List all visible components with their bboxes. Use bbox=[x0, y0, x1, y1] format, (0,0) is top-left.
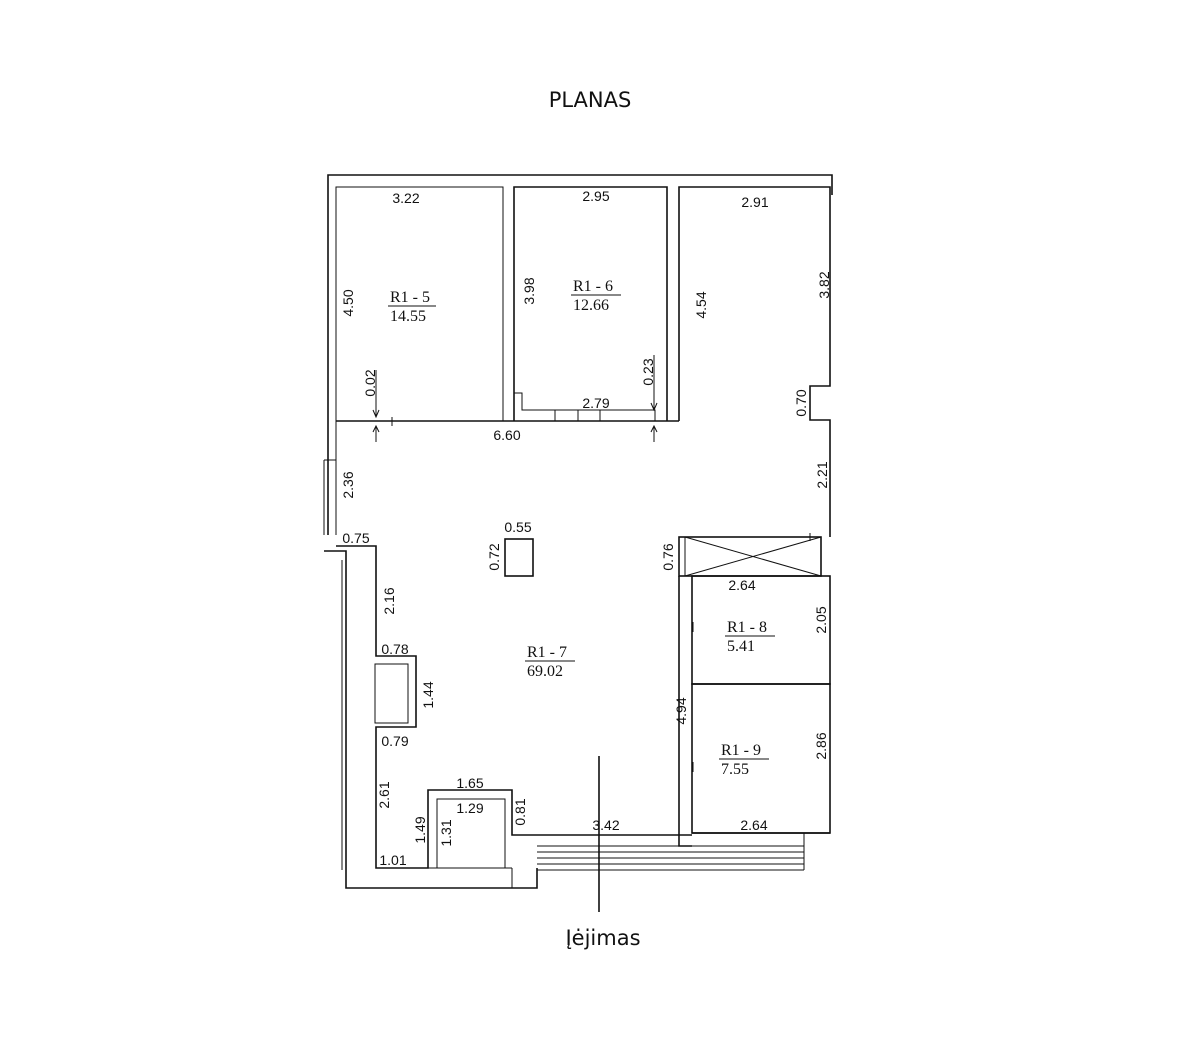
dim-label: 2.21 bbox=[814, 461, 830, 488]
dim-label: 2.64 bbox=[728, 577, 755, 593]
dim-label: 2.95 bbox=[582, 188, 609, 204]
dim-label: 0.70 bbox=[793, 389, 809, 416]
dim-label: 1.01 bbox=[379, 852, 406, 868]
dim-label: 0.75 bbox=[342, 530, 369, 546]
room-area: 7.55 bbox=[721, 761, 749, 778]
dim-label: 4.94 bbox=[673, 697, 689, 724]
dim-label: 2.79 bbox=[582, 395, 609, 411]
dim-label: 0.23 bbox=[640, 358, 656, 385]
dim-label: 3.42 bbox=[592, 817, 619, 833]
dim-label: 0.02 bbox=[362, 369, 378, 396]
dim-label: 0.81 bbox=[512, 798, 528, 825]
room-label-r1-7: R1 - 7 69.02 bbox=[525, 644, 575, 680]
room-area: 5.41 bbox=[727, 638, 755, 655]
room-id: R1 - 6 bbox=[573, 278, 613, 295]
dim-label: 0.76 bbox=[660, 543, 676, 570]
dim-label: 1.65 bbox=[456, 775, 483, 791]
dim-label: 2.61 bbox=[376, 781, 392, 808]
dim-label: 3.82 bbox=[816, 271, 832, 298]
room-label-r1-8: R1 - 8 5.41 bbox=[725, 619, 775, 655]
dim-label: 2.86 bbox=[813, 732, 829, 759]
dim-label: 4.54 bbox=[693, 291, 709, 318]
dim-label: 1.31 bbox=[438, 819, 454, 846]
dim-label: 1.44 bbox=[420, 681, 436, 708]
room-label-r1-5: R1 - 5 14.55 bbox=[388, 289, 436, 325]
dim-label: 2.16 bbox=[381, 587, 397, 614]
dim-label: 1.29 bbox=[456, 800, 483, 816]
dim-label: 1.49 bbox=[412, 816, 428, 843]
entrance-label: Įėjimas bbox=[565, 926, 640, 950]
room-id: R1 - 5 bbox=[390, 289, 430, 306]
room-area: 69.02 bbox=[527, 663, 563, 680]
dim-label: 0.72 bbox=[486, 543, 502, 570]
dim-label: 0.55 bbox=[504, 519, 531, 535]
room-area: 12.66 bbox=[573, 297, 609, 314]
dimension-labels: 3.22 2.95 2.91 2.79 6.60 0.75 0.55 0.78 … bbox=[340, 188, 832, 868]
room-area: 14.55 bbox=[390, 308, 426, 325]
dim-label: 3.98 bbox=[521, 277, 537, 304]
outer-walls bbox=[323, 174, 833, 912]
dim-label: 2.36 bbox=[340, 471, 356, 498]
dim-label: 2.64 bbox=[740, 817, 767, 833]
room-id: R1 - 9 bbox=[721, 742, 761, 759]
dim-label: 3.22 bbox=[392, 190, 419, 206]
dim-label: 2.05 bbox=[813, 606, 829, 633]
room-id: R1 - 7 bbox=[527, 644, 567, 661]
dim-label: 0.79 bbox=[381, 733, 408, 749]
room-id: R1 - 8 bbox=[727, 619, 767, 636]
room-label-r1-6: R1 - 6 12.66 bbox=[571, 278, 621, 314]
dim-label: 0.78 bbox=[381, 641, 408, 657]
dim-label: 2.91 bbox=[741, 194, 768, 210]
room-label-r1-9: R1 - 9 7.55 bbox=[719, 742, 769, 778]
plan-title: PLANAS bbox=[549, 88, 632, 112]
dim-label: 6.60 bbox=[493, 427, 520, 443]
dim-label: 4.50 bbox=[340, 289, 356, 316]
